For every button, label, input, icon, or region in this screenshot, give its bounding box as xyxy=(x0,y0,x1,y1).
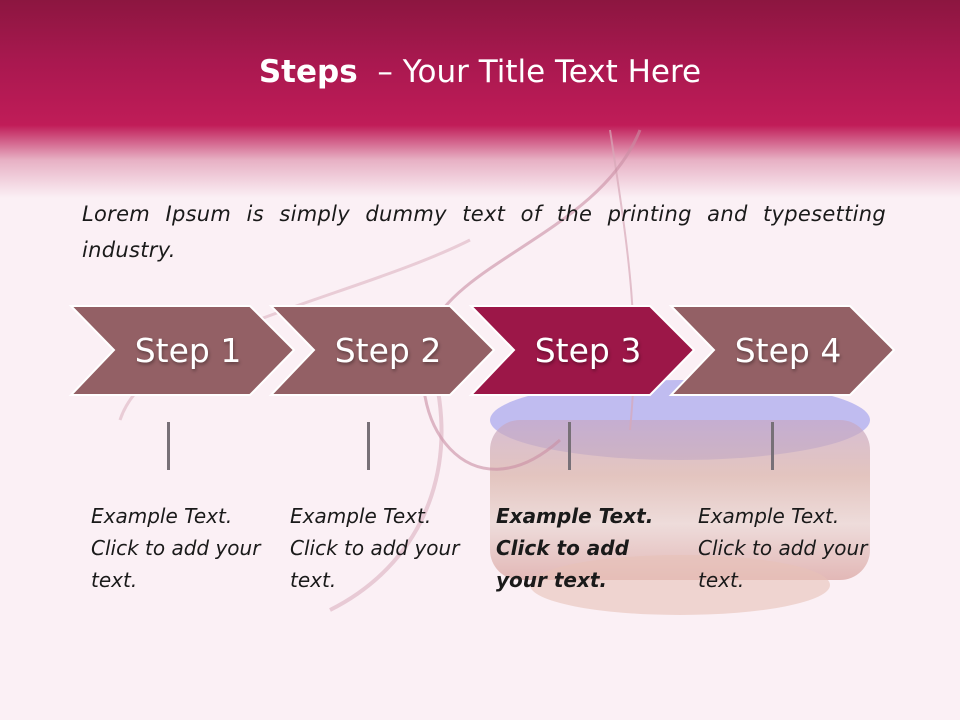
step-4-description[interactable]: Example Text. Click to add your text. xyxy=(698,504,868,592)
step-4-chevron[interactable] xyxy=(668,305,896,396)
step-2-chevron[interactable] xyxy=(268,305,496,396)
step-3-connector xyxy=(568,422,571,470)
step-2-description[interactable]: Example Text. Click to add your text. xyxy=(290,504,460,592)
step-3-label: Step 3 xyxy=(534,331,642,370)
step-2-connector xyxy=(367,422,370,470)
step-2-label: Step 2 xyxy=(334,331,442,370)
title-rest: – Your Title Text Here xyxy=(357,54,702,90)
step-3-description[interactable]: Example Text. Click to add your text. xyxy=(496,504,654,592)
step-1-chevron[interactable] xyxy=(68,305,296,396)
slide-title[interactable]: Steps – Your Title Text Here xyxy=(0,54,960,90)
step-4-label: Step 4 xyxy=(734,331,842,370)
step-1-connector xyxy=(167,422,170,470)
step-4-connector xyxy=(771,422,774,470)
step-1-label: Step 1 xyxy=(134,331,242,370)
intro-text[interactable]: Lorem Ipsum is simply dummy text of the … xyxy=(82,202,886,262)
header-band xyxy=(0,0,960,200)
title-bold: Steps xyxy=(258,54,358,90)
step-3-chevron[interactable] xyxy=(468,305,696,396)
step-1-description[interactable]: Example Text. Click to add your text. xyxy=(91,504,261,592)
